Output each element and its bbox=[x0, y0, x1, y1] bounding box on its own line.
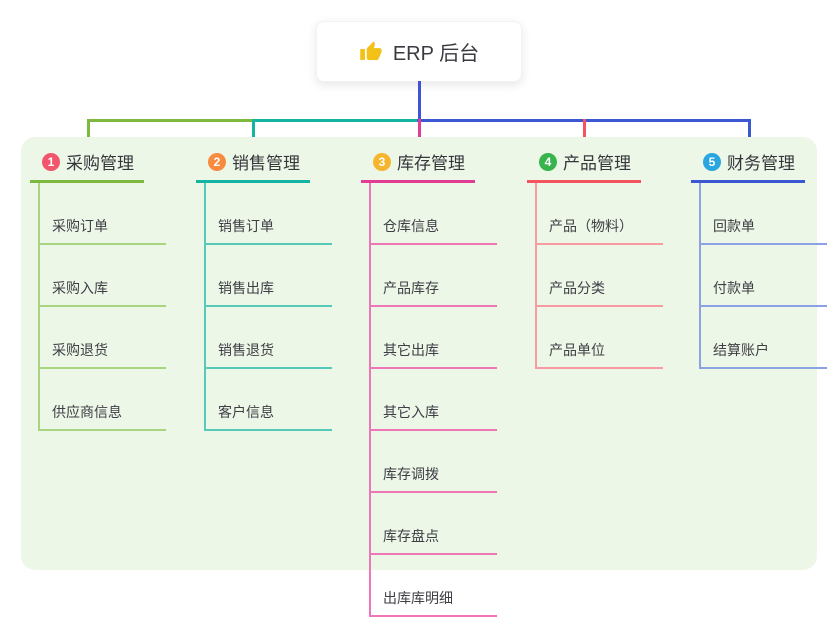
drop-line-branch2 bbox=[252, 119, 255, 147]
child-node[interactable]: 销售订单 bbox=[206, 183, 332, 245]
branch-number-badge: 3 bbox=[373, 152, 391, 171]
drop-line-branch5 bbox=[748, 119, 751, 147]
mindmap-canvas: ERP 后台 1 采购管理 采购订单 采购入库 采购退货 供应商信息 2 销售管… bbox=[21, 21, 827, 617]
branch-title: 库存管理 bbox=[397, 154, 465, 173]
children-group: 产品（物料） 产品分类 产品单位 bbox=[535, 183, 663, 369]
child-node[interactable]: 采购退货 bbox=[40, 307, 166, 369]
root-label: ERP 后台 bbox=[392, 43, 480, 65]
branch-title: 财务管理 bbox=[727, 154, 795, 173]
children-group: 仓库信息 产品库存 其它出库 其它入库 库存调拨 库存盘点 出库库明细 bbox=[369, 183, 497, 617]
branch-header[interactable]: 5 财务管理 bbox=[691, 146, 805, 183]
root-node[interactable]: ERP 后台 bbox=[316, 21, 522, 82]
child-node[interactable]: 其它出库 bbox=[371, 307, 497, 369]
child-node[interactable]: 产品分类 bbox=[537, 245, 663, 307]
branch-number-badge: 4 bbox=[539, 152, 557, 171]
connector-line-branch1 bbox=[87, 119, 254, 122]
child-node[interactable]: 采购入库 bbox=[40, 245, 166, 307]
branches-panel: 1 采购管理 采购订单 采购入库 采购退货 供应商信息 2 销售管理 销售订单 … bbox=[21, 137, 827, 617]
child-node[interactable]: 产品单位 bbox=[537, 307, 663, 369]
child-node[interactable]: 仓库信息 bbox=[371, 183, 497, 245]
branch-product: 4 产品管理 产品（物料） 产品分类 产品单位 bbox=[527, 146, 663, 369]
branch-number-badge: 1 bbox=[42, 152, 60, 171]
child-node[interactable]: 客户信息 bbox=[206, 369, 332, 431]
child-node[interactable]: 产品（物料） bbox=[537, 183, 663, 245]
branch-inventory: 3 库存管理 仓库信息 产品库存 其它出库 其它入库 库存调拨 库存盘点 出库库… bbox=[361, 146, 497, 617]
branch-sales: 2 销售管理 销售订单 销售出库 销售退货 客户信息 bbox=[196, 146, 332, 431]
root-stem-line bbox=[418, 81, 421, 121]
child-node[interactable]: 供应商信息 bbox=[40, 369, 166, 431]
child-node[interactable]: 付款单 bbox=[701, 245, 827, 307]
branch-purchase: 1 采购管理 采购订单 采购入库 采购退货 供应商信息 bbox=[30, 146, 166, 431]
child-node[interactable]: 销售出库 bbox=[206, 245, 332, 307]
branch-title: 产品管理 bbox=[563, 154, 631, 173]
children-group: 销售订单 销售出库 销售退货 客户信息 bbox=[204, 183, 332, 431]
thumbs-up-icon bbox=[359, 40, 383, 64]
child-node[interactable]: 回款单 bbox=[701, 183, 827, 245]
branch-number-badge: 5 bbox=[703, 152, 721, 171]
branch-header[interactable]: 4 产品管理 bbox=[527, 146, 641, 183]
connector-line-branch2 bbox=[252, 119, 419, 122]
child-node[interactable]: 库存盘点 bbox=[371, 493, 497, 555]
branch-header[interactable]: 3 库存管理 bbox=[361, 146, 475, 183]
child-node[interactable]: 销售退货 bbox=[206, 307, 332, 369]
child-node[interactable]: 其它入库 bbox=[371, 369, 497, 431]
child-node[interactable]: 库存调拨 bbox=[371, 431, 497, 493]
child-node[interactable]: 出库库明细 bbox=[371, 555, 497, 617]
branch-title: 采购管理 bbox=[66, 154, 134, 173]
branch-header[interactable]: 1 采购管理 bbox=[30, 146, 144, 183]
children-group: 回款单 付款单 结算账户 bbox=[699, 183, 827, 369]
drop-line-branch3 bbox=[418, 119, 421, 147]
branch-number-badge: 2 bbox=[208, 152, 226, 171]
drop-line-branch4 bbox=[583, 119, 586, 147]
branch-finance: 5 财务管理 回款单 付款单 结算账户 bbox=[691, 146, 827, 369]
child-node[interactable]: 采购订单 bbox=[40, 183, 166, 245]
branch-title: 销售管理 bbox=[232, 154, 300, 173]
branch-header[interactable]: 2 销售管理 bbox=[196, 146, 310, 183]
drop-line-branch1 bbox=[87, 119, 90, 147]
child-node[interactable]: 产品库存 bbox=[371, 245, 497, 307]
children-group: 采购订单 采购入库 采购退货 供应商信息 bbox=[38, 183, 166, 431]
child-node[interactable]: 结算账户 bbox=[701, 307, 827, 369]
